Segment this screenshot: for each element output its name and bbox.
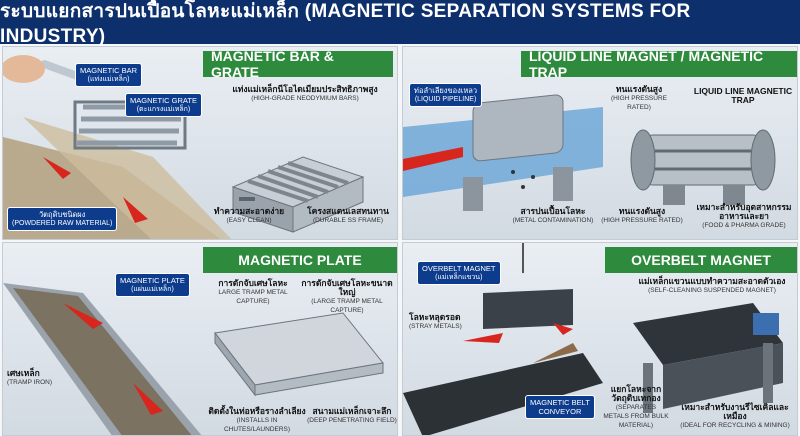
tag-magnetic-plate: MAGNETIC PLATE(แผ่นแม่เหล็ก) bbox=[115, 273, 190, 297]
panel-title-overbelt: OVERBELT MAGNET bbox=[605, 247, 797, 273]
label-stray-metals: โลหะหลุดรอด(STRAY METALS) bbox=[409, 312, 462, 331]
label-ss-frame: โครงสแตนเลสทนทาน(DURABLE SS FRAME) bbox=[307, 206, 389, 225]
panel-liquid-line: LIQUID LINE MAGNET / MAGNETIC TRAP ท่อลำ… bbox=[402, 46, 798, 240]
label-installs: ติดตั้งในท่อหรือรางลำเลียง(INSTALLS IN C… bbox=[208, 406, 306, 434]
main-title: ระบบแยกสารปนเปื้อนโลหะแม่เหล็ก (MAGNETIC… bbox=[0, 0, 800, 47]
label-deep-field: สนามแม่เหล็กเจาะลึก(DEEP PENETRATING FIE… bbox=[307, 406, 397, 425]
tag-liquid-pipeline: ท่อลำเลียงของเหลว(LIQUID PIPELINE) bbox=[409, 83, 483, 107]
label-food-pharma: เหมาะสำหรับอุตสาหกรรมอาหารและยา(FOOD & P… bbox=[696, 202, 792, 230]
overbelt-illustration bbox=[403, 243, 783, 435]
label-metal-contamination: สารปนเปื้อนโลหะ(METAL CONTAMINATION) bbox=[512, 206, 594, 225]
panel-title-liquid: LIQUID LINE MAGNET / MAGNETIC TRAP bbox=[521, 48, 797, 80]
liquid-line-illustration bbox=[403, 94, 776, 211]
label-large-capture-2: การดักจับเศษโลหะขนาดใหญ่(LARGE TRAMP MET… bbox=[301, 278, 393, 315]
panel-magnetic-plate: MAGNETIC PLATE MAGNETIC PLATE(แผ่นแม่เหล… bbox=[2, 242, 398, 436]
panel-title-bar-grate: MAGNETIC BAR & GRATE bbox=[203, 48, 393, 80]
label-recycling: เหมาะสำหรับงานรีไซเคิลและเหมือง(IDEAL FO… bbox=[680, 402, 790, 430]
label-self-cleaning: แม่เหล็กแขวนแบบทำความสะอาดตัวเอง(SELF-CL… bbox=[638, 276, 786, 295]
panel-magnetic-bar: MAGNETIC BAR & GRATE MAGNETIC BAR(แท่งแม… bbox=[2, 46, 398, 240]
panel-overbelt: OVERBELT MAGNET OVERBELT MAGNET(แม่เหล็ก… bbox=[402, 242, 798, 436]
label-separates: แยกโลหะจาก วัตถุดิบเทกอง(SEPARATES METAL… bbox=[603, 384, 669, 430]
tag-powdered-material: วัตถุดิบชนิดผง(POWDERED RAW MATERIAL) bbox=[7, 207, 118, 231]
tag-overbelt-magnet: OVERBELT MAGNET(แม่เหล็กแขวน) bbox=[417, 261, 501, 285]
tag-magnetic-grate: MAGNETIC GRATE(ตะแกรงแม่เหล็ก) bbox=[125, 93, 202, 117]
label-neodymium: แท่งแม่เหล็กนีโอไดเมียมประสิทธิภาพสูง(HI… bbox=[232, 84, 378, 103]
label-pressure-bottom: ทนแรงดันสูง(HIGH PRESSURE RATED) bbox=[601, 206, 683, 225]
label-pressure-top: ทนแรงดันสูง(HIGH PRESSURE RATED) bbox=[611, 84, 667, 112]
label-magnetic-trap: LIQUID LINE MAGNETIC TRAP bbox=[693, 86, 793, 105]
tag-magnetic-bar: MAGNETIC BAR(แท่งแม่เหล็ก) bbox=[75, 63, 143, 87]
plate-illustration bbox=[3, 283, 384, 435]
panel-title-plate: MAGNETIC PLATE bbox=[203, 247, 397, 273]
label-easy-clean: ทำความสะอาดง่าย(EASY CLEAN) bbox=[213, 206, 285, 225]
label-tramp-iron: เศษเหล็ก(TRAMP IRON) bbox=[7, 368, 53, 387]
